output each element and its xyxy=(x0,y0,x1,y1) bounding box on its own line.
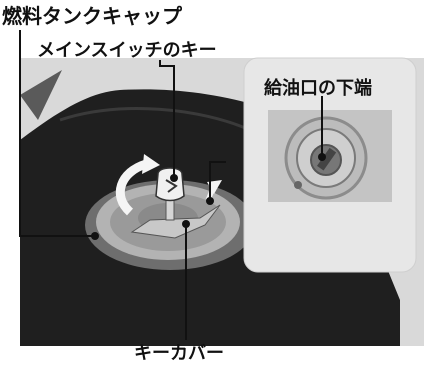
leader-inset xyxy=(209,161,226,200)
main-switch-key-label: メインスイッチのキー xyxy=(37,40,217,61)
filler-neck-bottom-label: 給油口の下端 xyxy=(264,78,372,99)
inset xyxy=(243,57,417,273)
dot-inset xyxy=(206,197,214,205)
filler-neck-slot xyxy=(316,147,337,171)
leader-dots xyxy=(91,153,326,240)
leader-fuel-cap xyxy=(19,30,94,237)
leader-main-key xyxy=(159,60,175,176)
rotate-arrow-icon xyxy=(115,159,148,216)
dot-main-key xyxy=(170,174,178,182)
dot-filler xyxy=(318,153,326,161)
rotate-arrowhead-icon xyxy=(142,154,160,174)
filler-screw xyxy=(294,181,302,189)
key-cover-plate xyxy=(130,204,221,239)
leader-lines xyxy=(19,30,323,340)
dot-key-cover xyxy=(182,220,190,228)
key-cover-label: キーカバー xyxy=(134,343,224,364)
dot-fuel-cap xyxy=(91,232,99,240)
fuel-tank-cap-label: 燃料タンクキャップ xyxy=(2,4,182,28)
tank-highlight xyxy=(59,107,251,132)
key-head xyxy=(155,167,185,202)
key-logo xyxy=(165,179,178,193)
seat-edge xyxy=(20,70,62,120)
